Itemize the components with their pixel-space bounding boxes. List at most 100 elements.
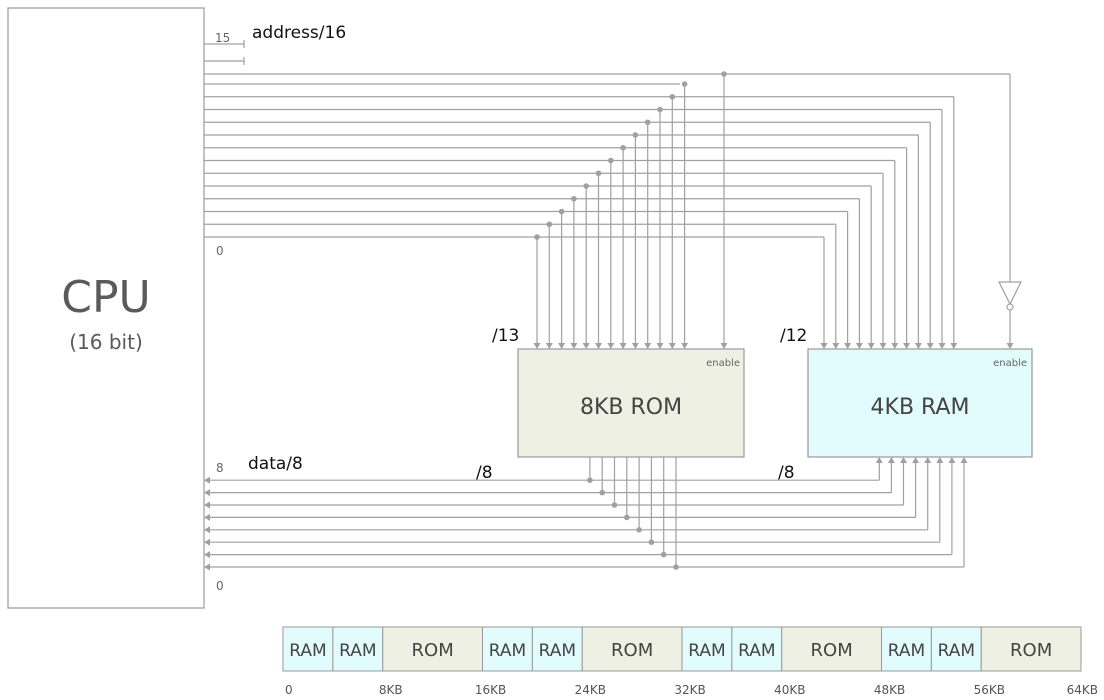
ram-enable-arrow (1006, 343, 1014, 349)
memory-map-tick-label: 8KB (379, 683, 403, 697)
ram-address-arrow (926, 343, 934, 349)
ram-address-arrow (903, 343, 911, 349)
memory-map-segment (581, 626, 683, 672)
memory-map-segment-label: RAM (489, 641, 526, 661)
data-out-arrow (204, 489, 210, 497)
memory-map: RAM RAM ROM RAM RAM ROM RAM RAM ROM RAM RAM ROM 0 8KB… (282, 626, 1098, 697)
ram-data-arrow (912, 457, 920, 463)
data-out-arrow (204, 476, 210, 484)
rom-address-arrow (570, 343, 578, 349)
inverter-gate (998, 281, 1022, 306)
rom-address-arrow (656, 343, 664, 349)
memory-map-segment-label: ROM (611, 640, 653, 661)
data-out-arrow (204, 563, 210, 571)
ram-address-arrow (938, 343, 946, 349)
rom-address-arrow (681, 343, 689, 349)
memory-map-segment-label: RAM (539, 641, 576, 661)
rom-address-arrow (533, 343, 541, 349)
rom-title: 8KB ROM (580, 395, 682, 420)
ram-data-arrow (875, 457, 883, 463)
data-out-arrow (204, 526, 210, 534)
memory-map-segment-label: ROM (811, 640, 853, 661)
memory-map-tick-label: 32KB (674, 683, 705, 697)
ram-data-arrow (887, 457, 895, 463)
memory-map-segment-label: RAM (688, 641, 725, 661)
data-out-arrow (204, 513, 210, 521)
ram-data-arrow (948, 457, 956, 463)
inverter-bubble (1006, 303, 1014, 311)
ram-data-width: /8 (778, 463, 795, 483)
memory-map-segment-label: RAM (888, 641, 925, 661)
ram-address-arrow (950, 343, 958, 349)
data-lsb-label: 0 (216, 579, 224, 593)
ram-address-arrow (867, 343, 875, 349)
bus-wiring (204, 40, 1022, 571)
ram-title: 4KB RAM (871, 395, 970, 420)
ram-address-arrow (891, 343, 899, 349)
ram-address-arrow (820, 343, 828, 349)
rom-enable-label: enable (706, 358, 740, 369)
ram-address-arrow (879, 343, 887, 349)
ram-data-arrow (900, 457, 907, 463)
cpu-block (7, 7, 205, 609)
data-msb-label: 8 (216, 461, 224, 475)
ram-data-arrow (924, 457, 932, 463)
address-msb-label: 15 (215, 31, 230, 45)
rom-address-arrow (619, 343, 627, 349)
ram-address-arrow (844, 343, 852, 349)
memory-map-tick-label: 24KB (575, 683, 606, 697)
ram-address-arrow (914, 343, 922, 349)
ram-block (807, 348, 1033, 458)
rom-address-arrow (631, 343, 639, 349)
rom-address-arrow (558, 343, 566, 349)
rom-address-arrow (595, 343, 602, 349)
memory-map-segment (781, 626, 882, 672)
memory-map-tick-label: 40KB (774, 683, 805, 697)
memory-map-tick-label: 56KB (974, 683, 1005, 697)
memory-map-tick-label: 48KB (874, 683, 905, 697)
memory-map-segment (482, 626, 533, 672)
memory-map-segment-label: RAM (289, 641, 326, 661)
data-bus-label: data/8 (248, 454, 303, 474)
memory-map-segment-label: ROM (412, 640, 454, 661)
cpu-title: CPU (61, 272, 150, 323)
rom-data-width: /8 (476, 463, 493, 483)
memory-map-segment-label: RAM (938, 641, 975, 661)
ram-enable-label: enable (993, 358, 1027, 369)
memory-map-segment (930, 626, 982, 672)
rom-address-arrow (607, 343, 615, 349)
ram-address-arrow (832, 343, 840, 349)
ram-data-arrow (936, 457, 944, 463)
memory-map-tick-label: 16KB (475, 683, 506, 697)
memory-map-segment (881, 626, 932, 672)
rom-address-arrow (545, 343, 553, 349)
memory-map-segment (731, 626, 783, 672)
memory-map-segment (980, 626, 1082, 672)
rom-address-arrow (644, 343, 652, 349)
cpu-subtitle: (16 bit) (69, 330, 143, 354)
memory-map-segment (332, 626, 384, 672)
memory-map-segment-label: RAM (339, 641, 376, 661)
memory-map-tick-label: 64KB (1067, 683, 1098, 697)
rom-block (517, 348, 745, 458)
rom-address-arrow (582, 343, 590, 349)
rom-address-arrow (668, 343, 676, 349)
memory-map-segment-label: RAM (738, 641, 775, 661)
ram-address-width: /12 (780, 326, 807, 346)
data-out-arrow (204, 538, 210, 546)
memory-map-segment (282, 626, 334, 672)
data-out-arrow (204, 501, 210, 509)
rom-enable-arrow (720, 343, 728, 349)
data-junction-dot (599, 489, 605, 496)
address-lsb-label: 0 (216, 244, 224, 258)
address-bus-label: address/16 (252, 23, 346, 43)
rom-address-width: /13 (492, 326, 519, 346)
ram-data-arrow (960, 457, 968, 463)
ram-address-arrow (855, 343, 863, 349)
memory-map-segment (382, 626, 483, 672)
memory-map-tick-label: 0 (285, 683, 293, 697)
memory-map-segment (531, 626, 583, 672)
memory-map-segment-label: ROM (1010, 640, 1052, 661)
data-out-arrow (204, 551, 210, 559)
